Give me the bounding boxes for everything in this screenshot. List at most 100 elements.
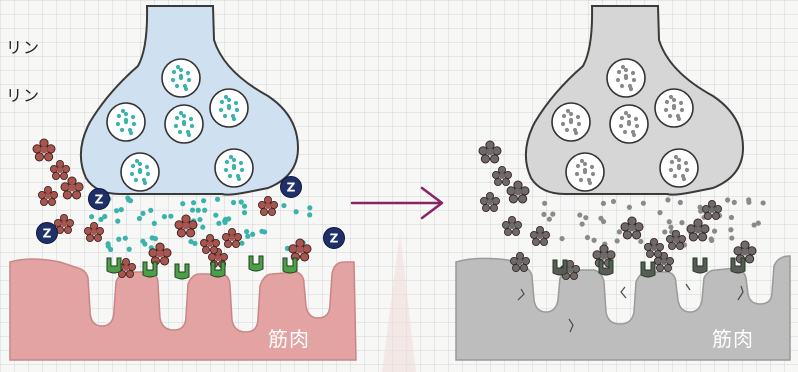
neurotransmitter-dot [152,221,157,226]
neurotransmitter-dot [215,197,220,202]
enzyme-badge-label: Z [330,232,339,246]
neurotransmitter-dot [89,214,94,219]
neurotransmitter-dot [550,212,555,217]
toxin-molecule [687,219,709,241]
neurotransmitter-dot [638,239,643,244]
neurotransmitter-dot [213,213,218,218]
receptor [283,258,297,273]
enzyme-badge: Z [324,228,345,249]
neurotransmitter-dot [245,234,250,239]
phosphorus-label-2: リン [6,82,40,106]
neurotransmitter-dot [242,204,247,209]
neurotransmitter-dot [547,217,552,222]
enzyme-badge-label: Z [95,193,104,207]
toxin-molecule [61,177,83,199]
neurotransmitter-dot [294,209,299,214]
neurotransmitter-dot [244,229,249,234]
receptor [107,258,121,273]
neurotransmitter-dot [231,200,236,205]
neurotransmitter-dot [196,208,201,213]
neurotransmitter-dot [662,229,667,234]
receptor [641,262,655,277]
vesicle [610,105,648,143]
neurotransmitter-dot [216,221,221,226]
neurotransmitter-dot [197,217,202,222]
neurotransmitter-dot [191,200,196,205]
neurotransmitter-dot [712,229,717,234]
neurotransmitter-dot [190,207,195,212]
neurotransmitter-dot [709,238,714,243]
toxin-molecule [492,166,511,185]
toxin-molecule [480,192,499,211]
neurotransmitter-dot [542,201,547,206]
neurotransmitter-dot [148,208,153,213]
toxin-molecule [502,216,521,235]
toxin-molecule [33,139,55,161]
neurotransmitter-dot [668,225,673,230]
toxin-molecule [621,217,643,239]
neurotransmitter-dot [162,214,167,219]
receptor [249,256,263,271]
vesicle [607,59,645,97]
vesicle [107,103,145,141]
neurotransmitter-dot [123,236,128,241]
receptor [553,260,567,275]
neurotransmitter-dot [746,200,751,205]
muscle-label-right: 筋肉 [712,323,754,352]
neurotransmitter-dot [577,212,582,217]
neurotransmitter-dot [307,205,312,210]
receptor [693,258,707,273]
receptor [143,262,157,277]
toxin-molecule [222,228,241,247]
neurotransmitter-dot [611,199,616,204]
neurotransmitter-dot [200,225,205,230]
toxin-molecule [507,181,529,203]
neurotransmitter-dot [541,212,546,217]
neurotransmitter-dot [615,238,620,243]
neurotransmitter-dot [102,214,107,219]
neurotransmitter-dot [140,239,145,244]
neurotransmitter-dot [116,237,121,242]
neurotransmitter-dot [108,247,113,252]
neurotransmitter-dot [180,201,185,206]
neurotransmitter-dot [307,212,312,217]
neurotransmitter-dot [627,205,632,210]
toxin-molecule [530,226,549,245]
neurotransmitter-dot [761,200,766,205]
neurotransmitter-dot [242,210,247,215]
vesicle [655,89,693,127]
neurotransmitter-dot [679,220,684,225]
neurotransmitter-dot [583,215,588,220]
enzyme-badge-label: Z [43,227,52,241]
neurotransmitter-dot [756,221,761,226]
neurotransmitter-dot [223,220,228,225]
neurotransmitter-dot [202,208,207,213]
neurotransmitter-dot [665,197,670,202]
neurotransmitter-dot [239,199,244,204]
neurotransmitter-dot [585,235,590,240]
vesicle [215,149,253,187]
enzyme-badge-label: Z [287,181,296,195]
enzyme-badge: Z [281,177,302,198]
receptor [211,262,225,277]
neurotransmitter-dot [601,201,606,206]
vesicle [566,153,604,191]
neurotransmitter-dot [119,207,124,212]
receptor [175,264,189,279]
neurotransmitter-dot [617,229,622,234]
toxin-molecule [50,160,69,179]
neurotransmitter-dot [201,198,206,203]
neurotransmitter-dot [657,210,662,215]
neurotransmitter-dot [127,247,132,252]
neurotransmitter-dot [591,238,596,243]
vesicle [660,149,698,187]
enzyme-badge: Z [37,223,58,244]
vesicle [210,89,248,127]
enzyme-badge: Z [89,189,110,210]
vesicle [165,105,203,143]
toxin-molecule [289,239,311,261]
nerve-terminal-right [526,6,743,195]
nerve-terminal-left [81,6,298,195]
toxin-molecule [644,238,663,257]
